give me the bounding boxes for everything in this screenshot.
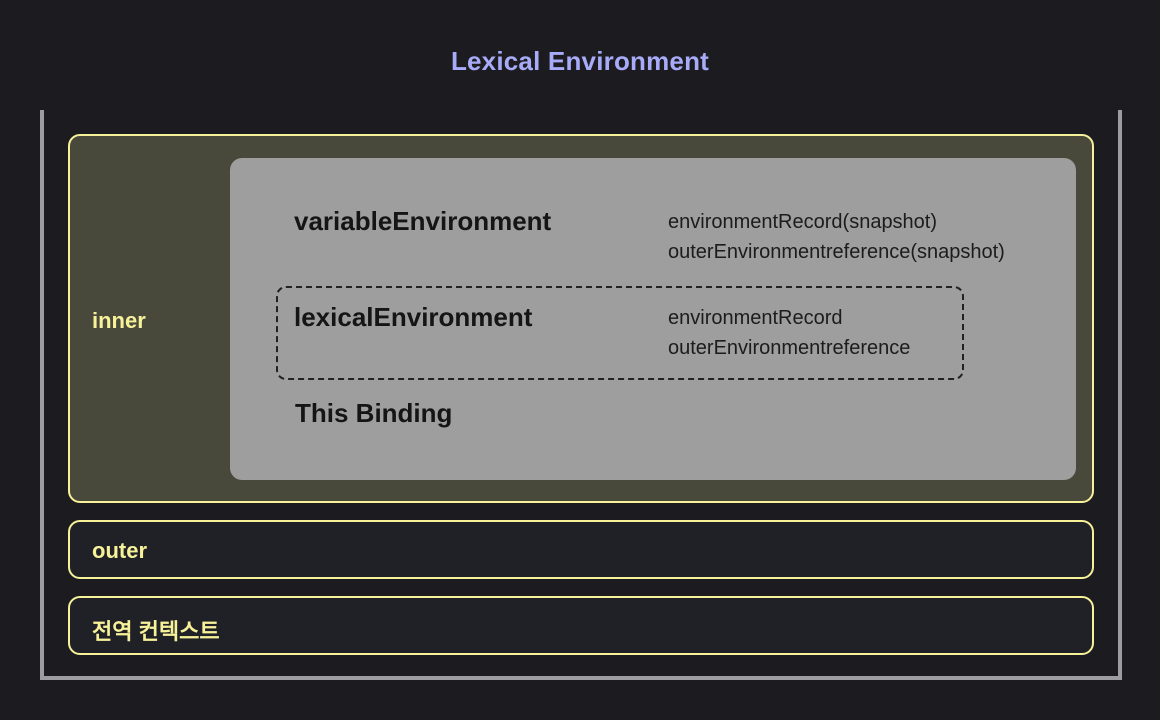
context-label-inner: inner [92, 308, 146, 333]
lexical-environment-label: lexicalEnvironment [294, 302, 533, 332]
field-outer-reference: outerEnvironmentreference [668, 337, 911, 359]
execution-context-stack: inner variableEnvironment environmentRec… [40, 110, 1122, 680]
lexical-environment-box [276, 286, 964, 380]
variable-environment-fields: environmentRecord(snapshot) outerEnviron… [668, 207, 1005, 267]
this-binding-label: This Binding [295, 398, 453, 428]
context-global: 전역 컨텍스트 [68, 596, 1094, 655]
field-environment-record: environmentRecord [668, 307, 843, 329]
context-inner: inner variableEnvironment environmentRec… [68, 134, 1094, 503]
context-label-global: 전역 컨텍스트 [92, 619, 220, 644]
context-components-panel: variableEnvironment environmentRecord(sn… [230, 158, 1076, 480]
context-outer: outer [68, 520, 1094, 579]
context-label-outer: outer [92, 538, 147, 563]
variable-environment-label: variableEnvironment [294, 206, 552, 236]
diagram-title: Lexical Environment [450, 46, 710, 76]
field-outer-reference-snapshot: outerEnvironmentreference(snapshot) [668, 241, 1005, 263]
lexical-environment-fields: environmentRecord outerEnvironmentrefere… [668, 303, 910, 363]
field-environment-record-snapshot: environmentRecord(snapshot) [668, 211, 938, 233]
